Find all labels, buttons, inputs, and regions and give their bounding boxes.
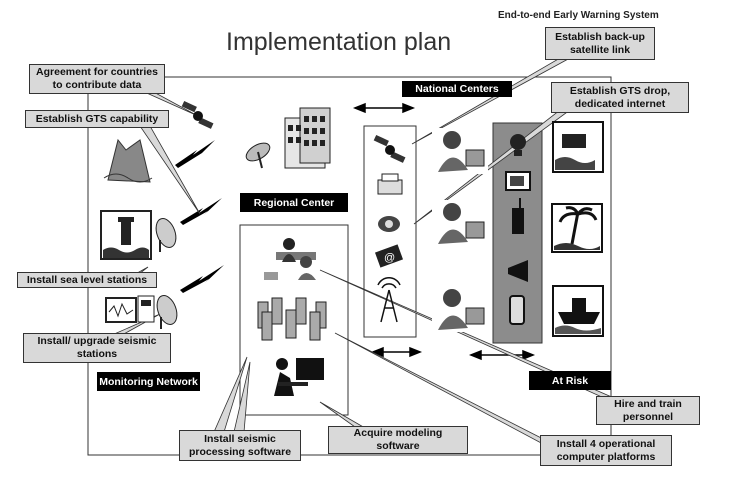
mobile-phone-icon	[509, 295, 525, 325]
outer-frame	[87, 76, 612, 456]
callout-backup-satellite: Establish back-up satellite link	[545, 27, 655, 60]
television-icon	[505, 171, 531, 191]
callout-seismic-stations: Install/ upgrade seismic stations	[23, 333, 171, 363]
monitoring-network-label: Monitoring Network	[97, 372, 200, 391]
operator-icon	[432, 286, 488, 332]
regional-building-icon	[245, 107, 331, 169]
double-arrow-top	[352, 102, 416, 114]
telephone-icon	[378, 216, 400, 232]
walkie-talkie-icon	[512, 198, 524, 234]
satellite-icon	[181, 100, 214, 129]
callout-gts-capability: Establish GTS capability	[25, 110, 169, 128]
callout-modeling-software: Acquire modeling software	[328, 426, 468, 454]
fax-machine-icon	[377, 173, 403, 195]
callout-agreement: Agreement for countries to contribute da…	[29, 64, 165, 94]
system-label: End-to-end Early Warning System	[498, 10, 659, 21]
operator-icon	[432, 128, 488, 174]
callout-seismic-software: Install seismic processing software	[179, 430, 301, 461]
national-centers-label: National Centers	[402, 81, 512, 97]
computer-servers-icon	[257, 297, 327, 341]
ship-icon	[552, 285, 604, 337]
harbor-icon	[552, 121, 604, 173]
computer-operator-icon	[274, 358, 324, 396]
lightning-bolt-icon	[180, 198, 222, 225]
email-icon: @	[374, 244, 404, 268]
beach-palm-icon	[551, 203, 603, 253]
double-arrow-bottom-right	[468, 349, 536, 361]
seismograph-icon	[105, 295, 155, 323]
callout-gts-drop: Establish GTS drop, dedicated internet	[551, 82, 689, 113]
satellite-dish-icon	[155, 218, 177, 252]
double-arrow-bottom-left	[370, 346, 423, 358]
lightning-bolt-icon	[180, 265, 224, 293]
callout-sea-level: Install sea level stations	[17, 272, 157, 288]
at-risk-label: At Risk	[529, 371, 611, 390]
page-title: Implementation plan	[226, 28, 452, 56]
radio-tower-icon	[377, 277, 401, 323]
callout-computer-platforms: Install 4 operational computer platforms	[540, 435, 672, 466]
regional-center-label: Regional Center	[240, 193, 348, 212]
callout-hire-train: Hire and train personnel	[596, 396, 700, 425]
seismic-site-icon	[103, 138, 153, 183]
siren-icon	[510, 134, 526, 156]
lighthouse-icon	[100, 210, 152, 260]
satellite-icon	[373, 134, 406, 163]
meeting-people-icon	[264, 238, 316, 280]
satellite-dish-icon	[156, 295, 178, 329]
megaphone-icon	[508, 260, 528, 282]
svg-text:@: @	[384, 252, 395, 264]
operator-icon	[432, 200, 488, 246]
lightning-bolt-icon	[175, 140, 215, 168]
